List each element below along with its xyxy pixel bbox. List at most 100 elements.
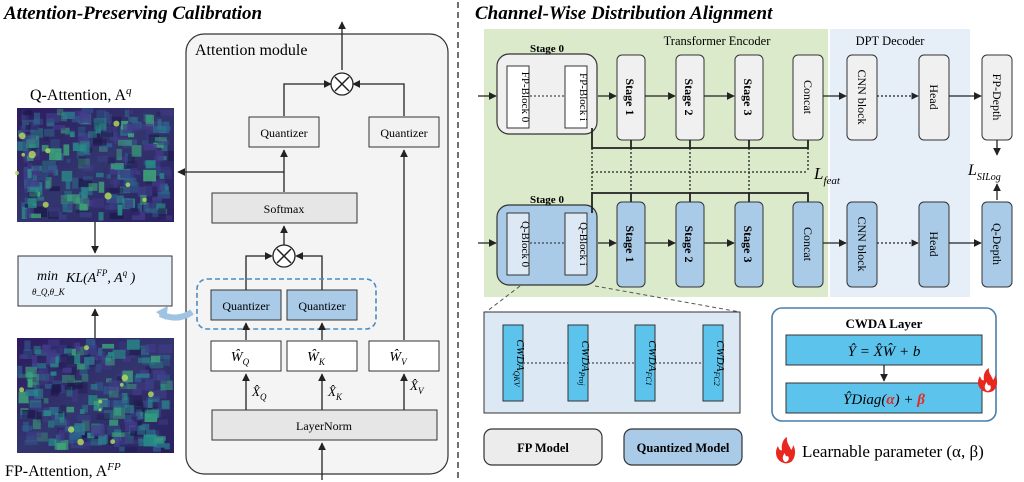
quantizer-v-to-multiply-line xyxy=(352,80,405,116)
svg-text:Ŷ = X̂Ŵ + b: Ŷ = X̂Ŵ + b xyxy=(848,343,921,360)
quantizer-q: Quantizer xyxy=(210,289,282,321)
svg-text:Quantizer: Quantizer xyxy=(380,126,427,140)
fp-stage3: Stage 3 xyxy=(734,54,764,141)
svg-text:Stage 2: Stage 2 xyxy=(682,226,696,263)
softmax-box: Softmax xyxy=(211,192,358,224)
q-block-0: Q-Block 0 xyxy=(506,212,531,276)
svg-text:Stage 1: Stage 1 xyxy=(623,79,637,116)
q-stage1: Stage 1 xyxy=(616,201,646,288)
l-silog-label: LSILog xyxy=(967,162,1001,183)
svg-text:FP-Depth: FP-Depth xyxy=(990,74,1004,121)
highlight-link-arrowhead xyxy=(156,306,168,320)
objective-expr: KL(AFP, Aq ) xyxy=(65,268,136,286)
cwda-eq-linear: Ŷ = X̂Ŵ + b xyxy=(785,334,983,366)
svg-text:Stage 3: Stage 3 xyxy=(741,226,755,263)
objective-min: min xyxy=(37,269,58,284)
svg-text:ŴK: ŴK xyxy=(307,348,326,367)
zoom-line-left xyxy=(485,285,521,313)
flame-icon xyxy=(978,368,998,393)
learnable-flame-icon xyxy=(776,437,796,464)
fp-stage2: Stage 2 xyxy=(675,54,705,141)
x-q-label: X̂Q xyxy=(251,384,267,402)
svg-text:Head: Head xyxy=(927,231,941,256)
cwda-item-fc1: CWDAFC1 xyxy=(634,324,658,402)
fp-attention-heatmap xyxy=(17,338,174,453)
left-panel-title: Attention-Preserving Calibration xyxy=(3,3,262,24)
svg-text:CNN block: CNN block xyxy=(855,217,869,272)
q-concat: Concat xyxy=(792,201,824,288)
weight-k-box: ŴK xyxy=(286,340,358,372)
fp-block-0: FP-Block 0 xyxy=(506,65,531,129)
svg-text:Stage 2: Stage 2 xyxy=(682,79,696,116)
quantizer-v: Quantizer xyxy=(368,116,440,148)
svg-text:Quantizer: Quantizer xyxy=(222,299,269,313)
q-feature-bus xyxy=(591,192,809,213)
l-feat-label: Lfeat xyxy=(813,164,841,187)
fp-attention-label: FP-Attention, AFP xyxy=(5,461,121,480)
svg-text:Concat: Concat xyxy=(801,80,815,115)
svg-text:CWDAFC1: CWDAFC1 xyxy=(644,340,658,385)
svg-text:Quantized Model: Quantized Model xyxy=(637,441,730,455)
cwda-item-proj: CWDAProj xyxy=(567,324,591,402)
svg-text:Q-Block 0: Q-Block 0 xyxy=(519,221,531,268)
fp-block-i: FP-Block i xyxy=(564,65,589,129)
zoom-line-right xyxy=(594,285,741,313)
svg-text:Quantizer: Quantizer xyxy=(260,126,307,140)
svg-text:FP-Block i: FP-Block i xyxy=(577,73,589,121)
q-stage3: Stage 3 xyxy=(734,201,764,288)
calibrated-quantizers-highlight xyxy=(196,278,377,330)
cwda-items: CWDAQKV CWDAProj CWDAFC1 CWDAFC2 xyxy=(502,324,726,402)
svg-text:Softmax: Softmax xyxy=(264,202,305,216)
learnable-parameter-label: Learnable parameter (α, β) xyxy=(802,442,984,461)
svg-text:Stage 3: Stage 3 xyxy=(741,79,755,116)
legend-fp-model: FP Model xyxy=(483,428,603,466)
svg-text:Stage 0: Stage 0 xyxy=(530,194,564,206)
cwda-eq-affine: ŶDiag(α) + β xyxy=(785,382,983,414)
svg-text:CNN block: CNN block xyxy=(855,70,869,125)
quantizer-k: Quantizer xyxy=(286,289,358,321)
q-stage2: Stage 2 xyxy=(675,201,705,288)
q-quantizer-line xyxy=(245,252,273,290)
right-panel-title: Channel-Wise Distribution Alignment xyxy=(475,3,773,24)
svg-text:CWDAFC2: CWDAFC2 xyxy=(712,340,726,385)
layernorm-box: LayerNorm xyxy=(211,409,438,441)
cwda-item-qkv: CWDAQKV xyxy=(502,324,526,402)
q-attention-heatmap xyxy=(14,108,174,222)
q-cnn-block: CNN block xyxy=(846,201,878,288)
q-head: Head xyxy=(918,201,950,288)
quantizer-to-multiply-line xyxy=(283,80,332,116)
transformer-encoder-label: Transformer Encoder xyxy=(664,34,772,48)
svg-text:Stage 0: Stage 0 xyxy=(530,43,564,55)
fp-stage1: Stage 1 xyxy=(616,54,646,141)
dpt-decoder-label: DPT Decoder xyxy=(856,34,926,48)
legend-quantized-model: Quantized Model xyxy=(623,428,743,466)
objective-sub: θ_Q,θ_K xyxy=(32,287,66,297)
fp-cnn-block: CNN block xyxy=(846,54,878,141)
fp-head: Head xyxy=(918,54,950,141)
svg-text:Concat: Concat xyxy=(801,227,815,262)
svg-text:LayerNorm: LayerNorm xyxy=(296,419,353,433)
svg-text:Head: Head xyxy=(927,84,941,109)
svg-text:Quantizer: Quantizer xyxy=(298,299,345,313)
q-depth: Q-Depth xyxy=(981,201,1013,288)
q-attention-label: Q-Attention, Aq xyxy=(30,85,132,104)
output-multiply-icon xyxy=(330,72,354,96)
weight-q-box: ŴQ xyxy=(210,340,282,372)
fp-feature-bus xyxy=(591,128,809,149)
attention-module: Attention module xyxy=(185,33,449,475)
fp-concat: Concat xyxy=(792,54,824,141)
x-v-label: X̂V xyxy=(409,378,425,396)
attention-module-label: Attention module xyxy=(195,42,307,59)
svg-text:Q-Depth: Q-Depth xyxy=(990,223,1004,265)
quantizer-attn: Quantizer xyxy=(248,116,320,148)
fp-depth: FP-Depth xyxy=(981,54,1013,141)
x-k-label: X̂K xyxy=(327,384,343,402)
svg-text:ŴV: ŴV xyxy=(389,348,408,367)
svg-text:CWDAProj: CWDAProj xyxy=(577,340,591,386)
svg-text:ŴQ: ŴQ xyxy=(231,348,250,367)
weight-v-box: ŴV xyxy=(368,340,440,372)
svg-text:FP-Block 0: FP-Block 0 xyxy=(519,72,531,123)
svg-text:CWDA Layer: CWDA Layer xyxy=(846,316,923,331)
q-block-i: Q-Block i xyxy=(564,212,589,276)
